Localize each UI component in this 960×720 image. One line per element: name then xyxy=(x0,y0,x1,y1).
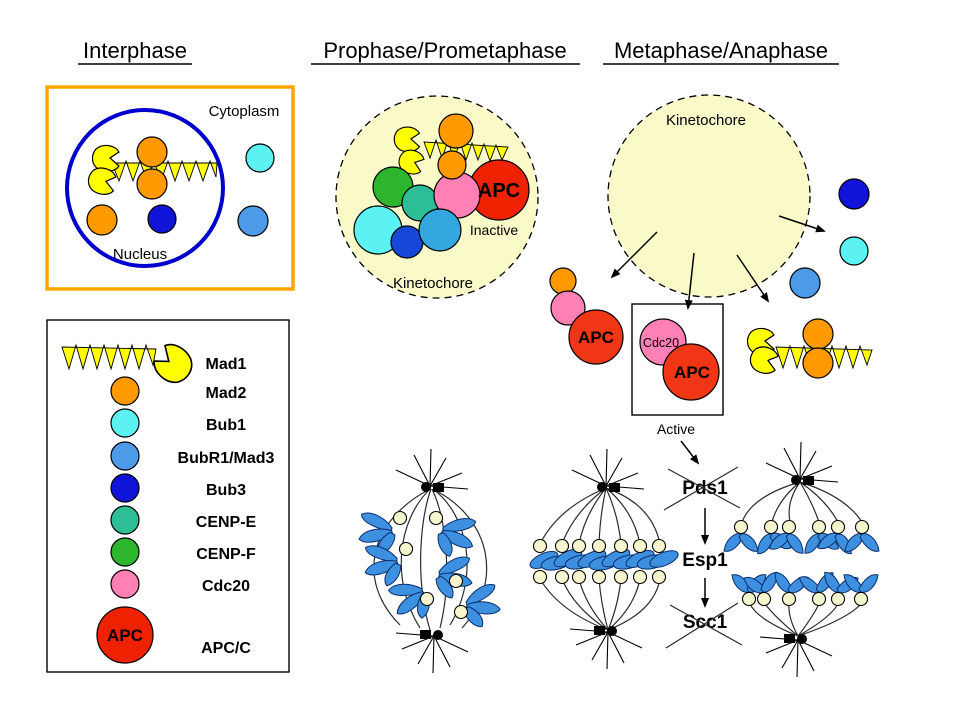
scc1-strikethrough xyxy=(669,604,743,646)
bub1-circle xyxy=(839,236,869,266)
apc-cdc20-box xyxy=(631,303,724,416)
spindle-pole xyxy=(395,629,469,674)
mad1-coil xyxy=(111,159,218,183)
mad2-circle xyxy=(802,347,834,379)
pds1-strikethrough xyxy=(667,468,741,509)
chromosomes-lower xyxy=(731,571,879,607)
kinetochore-circle xyxy=(607,94,811,298)
kinetochore-dot xyxy=(398,541,414,557)
legend-mad1-blob xyxy=(148,338,200,390)
legend-label-apcc: APC/C xyxy=(201,640,251,657)
apc-label: APC xyxy=(674,363,710,382)
legend-box xyxy=(46,319,290,673)
spindle-anaphase xyxy=(723,441,880,678)
header-interphase: Interphase xyxy=(83,38,187,63)
kinetochore-label: Kinetochore xyxy=(666,112,746,129)
active-apc-box: Cdc20 APC Active xyxy=(631,303,724,437)
mad2-circle xyxy=(136,168,168,200)
bub3-circle xyxy=(390,225,424,259)
kinetochore-dot xyxy=(453,604,469,620)
cytoplasm-label: Cytoplasm xyxy=(209,103,280,120)
spindle-pole xyxy=(765,441,839,486)
kinetochore-dot xyxy=(448,573,464,589)
scc1-label: Scc1 xyxy=(683,612,728,633)
kinetochore-dot xyxy=(428,510,444,526)
cdc20-circle xyxy=(550,290,586,326)
apc-label: APC xyxy=(478,180,520,202)
legend-cdc20-circle xyxy=(110,569,140,599)
legend-label-cenpf: CENP-F xyxy=(196,546,256,563)
header-prophase: Prophase/Prometaphase xyxy=(323,38,566,63)
bubr1-circle xyxy=(789,267,821,299)
legend-label-cenpe: CENP-E xyxy=(196,514,257,531)
bubr1-circle xyxy=(237,205,269,237)
active-label: Active xyxy=(657,421,695,437)
inactive-label: Inactive xyxy=(470,222,518,238)
legend-cenpf-circle xyxy=(110,537,140,567)
bub1-circle xyxy=(245,143,275,173)
legend-bub1-circle xyxy=(110,408,140,438)
legend-bubr1-circle xyxy=(110,441,140,471)
mad1-mad2-complex xyxy=(746,318,873,379)
legend-label-bub3: Bub3 xyxy=(206,482,246,499)
apc-circle xyxy=(568,309,624,365)
cdc20-label: Cdc20 xyxy=(643,336,679,350)
spindle-pole xyxy=(395,448,469,493)
esp1-label: Esp1 xyxy=(682,550,728,571)
spindle-pole xyxy=(569,625,643,670)
cascade: Pds1 Esp1 Scc1 xyxy=(663,440,743,649)
legend-bub3-circle xyxy=(110,473,140,503)
kinetochore-label: Kinetochore xyxy=(393,275,473,292)
legend-label-bubr1: BubR1/Mad3 xyxy=(178,450,275,467)
chromosomes xyxy=(355,510,505,631)
mad1-coil xyxy=(423,138,509,163)
header-metaphase: Metaphase/Anaphase xyxy=(614,38,828,63)
legend-label-cdc20: Cdc20 xyxy=(202,578,250,595)
apc-stack: APC xyxy=(549,267,624,365)
legend-mad1-coil xyxy=(61,343,157,371)
apc-circle xyxy=(662,343,720,401)
chromosomes-upper xyxy=(723,519,880,555)
legend-apc-circle xyxy=(96,606,154,664)
mad2-circle xyxy=(136,136,168,168)
metaphase-plate xyxy=(529,548,679,571)
kinetochore-dots xyxy=(532,538,667,585)
legend-label-mad2: Mad2 xyxy=(206,385,247,402)
scc1-strikethrough xyxy=(665,602,739,649)
legend-label-bub1: Bub1 xyxy=(206,417,246,434)
bubr1-circle xyxy=(418,208,462,252)
mad2-circle xyxy=(802,318,834,350)
spindle-metaphase xyxy=(529,448,679,670)
kinetochore-dot xyxy=(392,510,408,526)
spindle-pole xyxy=(759,633,833,678)
mad2-circle xyxy=(438,113,474,149)
legend-apc-badge: APC xyxy=(107,626,143,645)
legend-panel: Mad1 Mad2 Bub1 BubR1/Mad3 Bub3 CENP-E CE… xyxy=(46,319,290,673)
metaphase-panel: Kinetochore APC xyxy=(549,94,873,649)
spindle-prometaphase xyxy=(355,448,505,674)
mad2-circle xyxy=(549,267,577,295)
nucleus-label: Nucleus xyxy=(113,246,167,263)
prophase-panel: APC Inactive Kinetochore xyxy=(335,95,539,299)
release-arrows xyxy=(610,215,826,310)
legend-label-mad1: Mad1 xyxy=(206,356,247,373)
pds1-strikethrough xyxy=(663,466,739,511)
spindle-pole xyxy=(571,448,645,493)
legend-cenpe-circle xyxy=(110,505,140,535)
mad2-circle xyxy=(86,204,118,236)
phase-headers: Interphase Prophase/Prometaphase Metapha… xyxy=(78,38,839,65)
legend-mad2-circle xyxy=(110,376,140,406)
apc-label: APC xyxy=(578,328,614,347)
mad2-circle xyxy=(437,150,467,180)
bub3-circle xyxy=(147,204,177,234)
kinetochore-dot xyxy=(419,591,435,607)
bub3-circle xyxy=(838,178,870,210)
spindle-fibers xyxy=(741,481,863,637)
interphase-panel: Cytoplasm Nucleus xyxy=(45,85,295,291)
